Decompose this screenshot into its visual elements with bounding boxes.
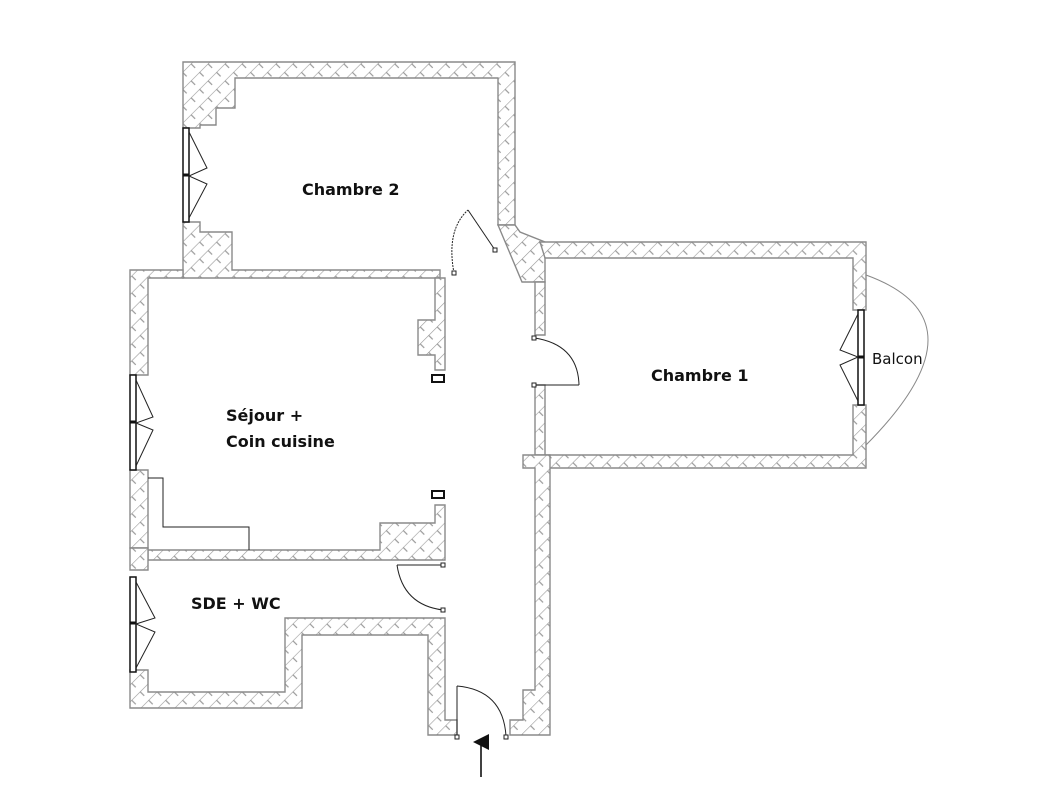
label-sde: SDE + WC xyxy=(191,594,281,613)
kitchen-counter xyxy=(148,477,250,550)
window-sejour xyxy=(129,374,154,471)
fixture-lower xyxy=(431,490,445,499)
wall-sejour-left-lower xyxy=(129,469,149,549)
wall-chambre-1-outer xyxy=(539,241,867,311)
balcony-outline xyxy=(865,274,929,446)
label-sejour-line1: Séjour + xyxy=(226,406,303,425)
walls-sejour xyxy=(129,269,446,561)
walls-chambre-1 xyxy=(534,241,867,469)
walls-chambre-2 xyxy=(182,61,516,279)
wall-sejour-bottom xyxy=(147,504,446,561)
wall-sejour-right-upper xyxy=(417,277,446,371)
wall-chambre-2-top xyxy=(182,61,516,226)
label-chambre-1: Chambre 1 xyxy=(651,366,749,385)
wall-chambre-2-left-lower xyxy=(182,221,441,279)
window-sde xyxy=(129,576,156,673)
door-entrance xyxy=(454,685,509,740)
door-chambre-1 xyxy=(531,335,580,388)
wall-sde-bottom xyxy=(129,617,458,736)
walls-sde xyxy=(129,547,458,736)
wall-hall-right xyxy=(509,454,551,736)
wall-chambre-1-left-lower xyxy=(534,384,546,456)
wall-sde-left xyxy=(129,547,149,571)
door-chambre-2 xyxy=(451,209,498,276)
door-sde xyxy=(396,562,446,613)
wall-hall-corner xyxy=(496,224,546,283)
window-chambre-1 xyxy=(839,309,865,406)
wall-chambre-1-left-upper xyxy=(534,281,546,336)
fixture-upper xyxy=(431,374,445,383)
window-chambre-2 xyxy=(182,127,208,223)
wall-chambre-1-right-lower xyxy=(539,404,867,469)
label-balcon: Balcon xyxy=(872,350,923,368)
label-sejour-line2: Coin cuisine xyxy=(226,432,335,451)
label-chambre-2: Chambre 2 xyxy=(302,180,400,199)
wall-sejour-left xyxy=(129,269,184,376)
